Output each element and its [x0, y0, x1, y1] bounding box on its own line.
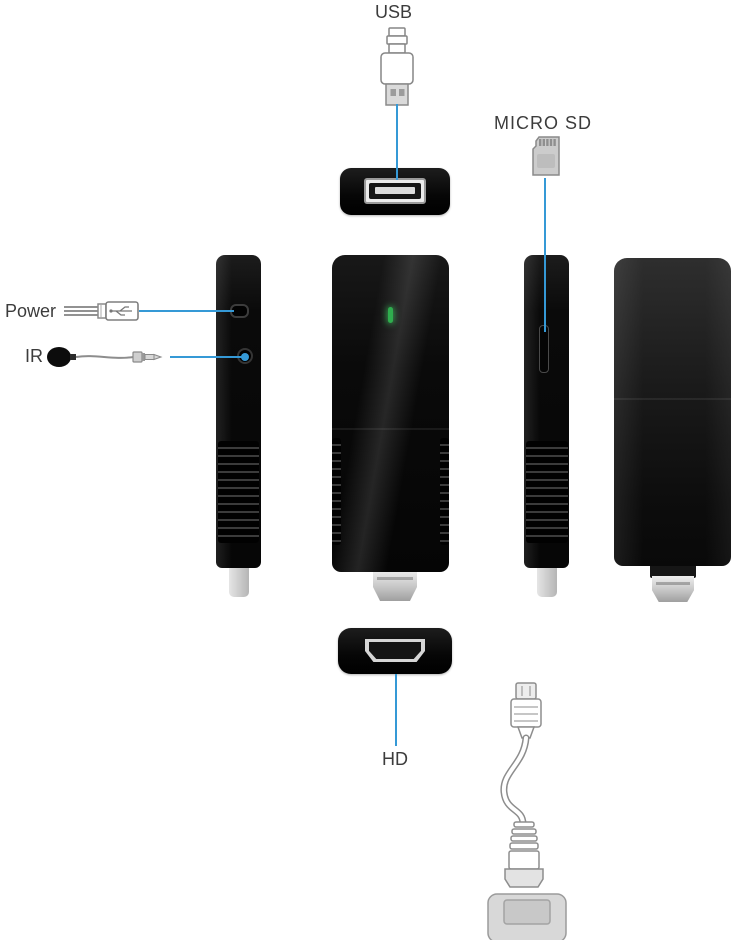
usb-port-tongue: [375, 187, 415, 194]
stick-front-rib-left: [332, 438, 341, 545]
micro-sd-label: MICRO SD: [494, 113, 592, 133]
stick-left-stub: [229, 560, 249, 597]
status-led: [388, 307, 393, 323]
power-callout-line: [139, 310, 234, 312]
hdmi-adapter-module: [338, 628, 452, 674]
usb-port-module: [340, 168, 450, 215]
hdmi-plug-neck: [650, 562, 696, 578]
stick-front-seam: [332, 428, 449, 430]
power-cable-icon: [64, 301, 139, 321]
stick-back: [614, 258, 731, 566]
usb-a-port: [364, 178, 426, 204]
stick-right-stub: [537, 560, 557, 597]
usb-callout-line: [396, 104, 398, 180]
hd-label: HD: [382, 749, 408, 769]
micro-sd-callout-line: [544, 178, 546, 332]
stick-left-ribs: [218, 441, 259, 543]
micro-sd-icon: [532, 136, 560, 176]
usb-label: USB: [375, 2, 413, 22]
hd-callout-line: [395, 674, 397, 746]
ir-label: IR: [25, 346, 43, 366]
usb-plug-icon: [380, 27, 414, 106]
ir-callout-line: [170, 356, 242, 358]
stick-back-seam: [614, 398, 731, 400]
power-label: Power: [5, 301, 57, 321]
hdmi-port: [365, 639, 425, 662]
stick-front-rib-right: [440, 438, 449, 545]
hdmi-plug-back: [652, 576, 694, 602]
ir-receiver-icon: [47, 347, 163, 367]
usb-port-cavity: [369, 183, 421, 199]
hdmi-cable-illustration: [487, 682, 567, 940]
stick-front: [332, 255, 449, 572]
sd-card-slot: [539, 325, 549, 373]
hdmi-port-cavity: [369, 642, 421, 659]
ir-callout-dot: [241, 353, 249, 361]
stick-right-ribs: [526, 441, 568, 543]
hdmi-plug-front: [373, 570, 417, 601]
